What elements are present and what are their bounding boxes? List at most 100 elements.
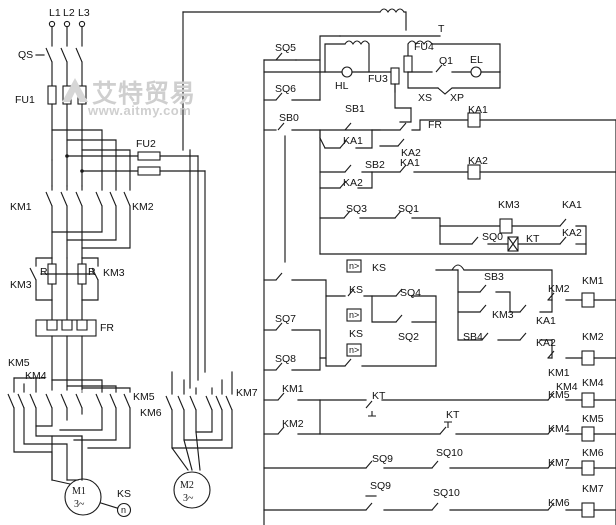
wire bbox=[66, 385, 117, 393]
label-ka1-hold: KA1 bbox=[343, 135, 363, 147]
label-sq10-top: SQ10 bbox=[436, 447, 463, 459]
label-speed-1: n> bbox=[349, 261, 359, 271]
fr-heater bbox=[46, 320, 58, 331]
terminal-l1 bbox=[48, 20, 56, 28]
wire bbox=[291, 357, 327, 371]
ks-shaft bbox=[100, 502, 118, 509]
contact-sq6 bbox=[275, 92, 283, 101]
label-l2: L2 bbox=[63, 7, 75, 19]
contact-ka2-kt bbox=[559, 236, 567, 245]
thermal-relay-fr bbox=[35, 319, 97, 337]
lamp-hl bbox=[341, 66, 353, 78]
kt-delay-mark-2 bbox=[444, 421, 452, 428]
km1-contact bbox=[45, 191, 53, 207]
button-sb4 bbox=[481, 332, 489, 341]
label-ka2-jog: KA2 bbox=[536, 337, 556, 349]
km5-left-contact bbox=[7, 393, 15, 409]
wire bbox=[411, 295, 437, 367]
label-speed-3: n> bbox=[349, 345, 359, 355]
label-km2-aux: KM2 bbox=[282, 418, 304, 430]
contact-km3-jog bbox=[479, 304, 487, 313]
km2-contact bbox=[123, 191, 131, 207]
contact-ks-fwd bbox=[347, 288, 355, 297]
wire bbox=[183, 409, 223, 441]
coil-km5 bbox=[581, 426, 595, 442]
fuse-fu1 bbox=[62, 85, 72, 105]
kt-delay-mark-1 bbox=[368, 411, 376, 417]
km2-contact bbox=[95, 191, 103, 207]
wire bbox=[291, 329, 321, 359]
wire bbox=[495, 291, 521, 313]
button-sb1 bbox=[344, 122, 352, 131]
contact-km7-interlock bbox=[547, 460, 555, 469]
label-km2-coil: KM2 bbox=[582, 331, 604, 343]
label-km4-contact: KM4 bbox=[548, 423, 570, 435]
label-sb0: SB0 bbox=[279, 112, 299, 124]
label-km3-coil: KM3 bbox=[498, 199, 520, 211]
label-ka2-interlock: KA2 bbox=[401, 147, 421, 159]
label-km5-left: KM5 bbox=[8, 357, 30, 369]
motor-m2 bbox=[173, 471, 211, 509]
fr-heater bbox=[76, 320, 88, 331]
label-sb4: SB4 bbox=[463, 331, 483, 343]
contact-ks-sb0 bbox=[275, 272, 283, 281]
label-speed-2: n> bbox=[349, 310, 359, 320]
km1-contact bbox=[75, 191, 83, 207]
wire bbox=[81, 149, 131, 191]
contact-km5-interlock bbox=[547, 392, 555, 401]
wire bbox=[411, 217, 441, 245]
label-km2: KM2 bbox=[132, 201, 154, 213]
label-km6-contact: KM6 bbox=[548, 497, 570, 509]
contact-ka1-km3 bbox=[559, 218, 567, 227]
contact-kt-2 bbox=[439, 426, 447, 435]
label-m1: M1 bbox=[72, 486, 86, 497]
km6-contact bbox=[165, 395, 173, 411]
km3-bypass-l bbox=[29, 267, 37, 281]
wire bbox=[295, 59, 321, 101]
label-qs: QS bbox=[18, 49, 33, 61]
wire bbox=[457, 269, 481, 293]
km4-contact bbox=[45, 393, 53, 409]
wire bbox=[539, 339, 553, 359]
wire bbox=[431, 43, 501, 73]
wire bbox=[399, 107, 412, 123]
label-m1-phase: 3~ bbox=[74, 499, 85, 510]
contact-sq5 bbox=[275, 52, 283, 61]
wire bbox=[81, 205, 131, 249]
contact-ka2-jog bbox=[519, 332, 527, 341]
label-ka2-kt: KA2 bbox=[562, 227, 582, 239]
label-km7: KM7 bbox=[236, 387, 258, 399]
wire bbox=[371, 295, 397, 323]
coil-km1 bbox=[581, 292, 595, 308]
label-fr-power: FR bbox=[100, 322, 114, 334]
wire bbox=[23, 407, 68, 481]
fuse-fu4 bbox=[403, 55, 413, 73]
contact-ka2-interlock bbox=[397, 138, 405, 147]
coil-km6 bbox=[581, 460, 595, 476]
label-xp: XP bbox=[450, 92, 464, 104]
km7-contact bbox=[225, 395, 233, 411]
contact-ka1-hold bbox=[339, 140, 347, 149]
contact-sq2 bbox=[395, 314, 403, 323]
button-sb3 bbox=[479, 284, 487, 293]
label-km4-interlock: KM4 bbox=[556, 381, 578, 393]
label-km1-aux: KM1 bbox=[282, 383, 304, 395]
label-ka1-jog: KA1 bbox=[536, 315, 556, 327]
wire bbox=[437, 71, 501, 95]
wire bbox=[51, 129, 103, 191]
switch-q1 bbox=[435, 64, 443, 73]
label-fu4: FU4 bbox=[414, 41, 434, 53]
label-km1-coil: KM1 bbox=[582, 275, 604, 287]
label-sq7: SQ7 bbox=[275, 313, 296, 325]
wire bbox=[171, 409, 233, 449]
contact-km2-aux bbox=[277, 426, 285, 435]
fuse-fu1 bbox=[77, 85, 87, 105]
contact-km6-interlock bbox=[547, 502, 555, 511]
contact-km2-interlock bbox=[547, 292, 555, 301]
label-q1: Q1 bbox=[439, 55, 453, 67]
speed-box-2 bbox=[346, 308, 362, 322]
crossover bbox=[451, 264, 465, 271]
terminal-l3 bbox=[78, 20, 86, 28]
contact-sq10-top bbox=[431, 460, 439, 469]
